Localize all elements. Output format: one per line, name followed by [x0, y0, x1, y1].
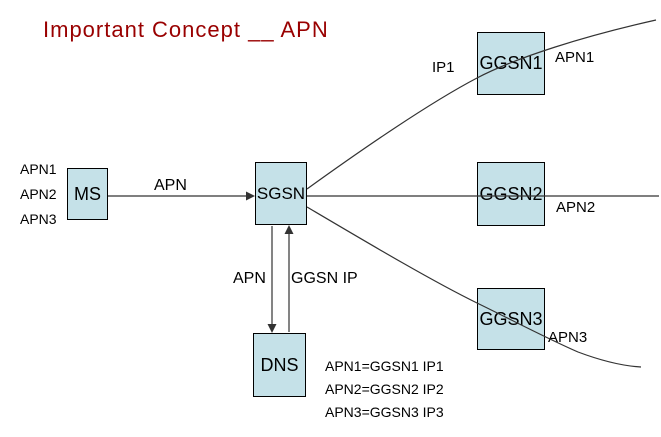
dns-mapping-3: APN3=GGSN3 IP3 [325, 404, 444, 420]
label-apn-ms-to-sgsn: APN [154, 177, 187, 194]
label-apn-sgsn-to-dns: APN [233, 270, 266, 287]
arrowhead-dns-to-sgsn [284, 225, 294, 234]
arrowhead-ms-to-sgsn [246, 191, 255, 201]
node-ggsn2: GGSN2 [477, 162, 545, 226]
label-apn2-ggsn2: APN2 [556, 199, 596, 216]
node-ggsn1: GGSN1 [477, 32, 545, 95]
node-ggsn3: GGSN3 [477, 288, 545, 350]
dns-mapping-1: APN1=GGSN1 IP1 [325, 358, 444, 374]
node-ms-label: MS [74, 183, 101, 204]
node-sgsn-label: SGSN [256, 183, 306, 203]
arrowhead-sgsn-to-dns [267, 324, 277, 333]
ms-apn-item-2: APN2 [20, 186, 57, 202]
node-ms: MS [67, 168, 108, 220]
node-dns-label: DNS [260, 354, 299, 375]
ms-apn-item-1: APN1 [20, 161, 57, 177]
node-ggsn1-label: GGSN1 [479, 53, 543, 73]
label-apn3-ggsn3: APN3 [548, 329, 588, 346]
label-ggsn-ip: GGSN IP [291, 270, 358, 287]
label-apn1-ggsn1: APN1 [555, 49, 595, 66]
ms-apn-item-3: APN3 [20, 211, 57, 227]
dns-mapping-list: APN1=GGSN1 IP1 APN2=GGSN2 IP2 APN3=GGSN3… [325, 358, 444, 420]
ms-apn-list: APN1 APN2 APN3 [20, 161, 57, 227]
dns-mapping-2: APN2=GGSN2 IP2 [325, 381, 444, 397]
node-sgsn: SGSN [255, 162, 307, 225]
node-ggsn2-label: GGSN2 [479, 183, 543, 204]
label-ip1: IP1 [432, 59, 455, 76]
page-title: Important Concept __ APN [43, 17, 329, 42]
node-ggsn3-label: GGSN3 [479, 308, 543, 329]
node-dns: DNS [253, 333, 306, 397]
